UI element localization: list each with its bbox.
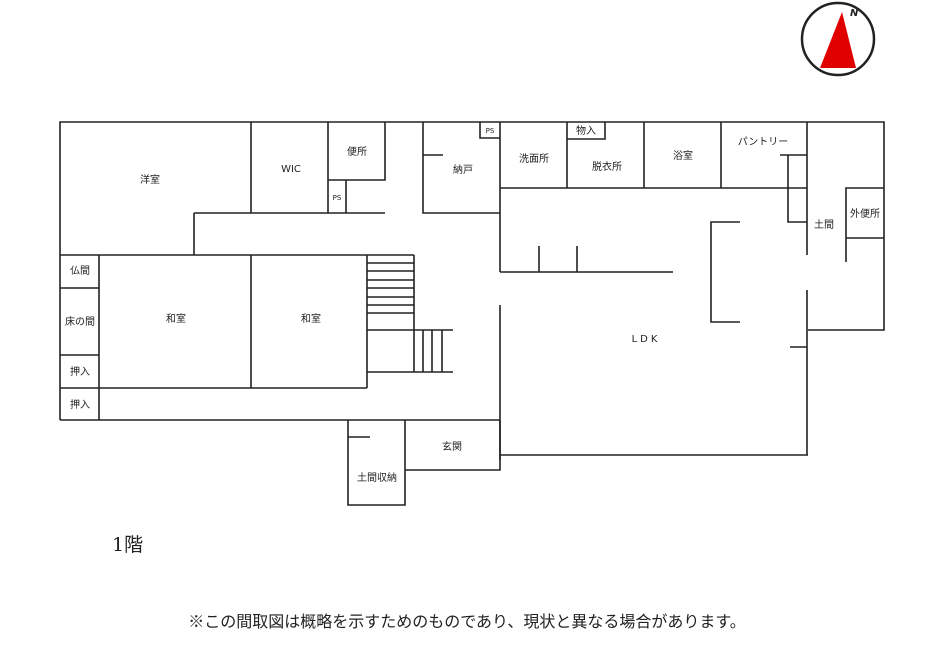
room-datsui: 脱衣所 — [592, 160, 622, 173]
room-labels: 洋室 WIC 便所 PS 納戸 PS 洗面所 物入 脱衣所 浴室 パントリー 土… — [65, 124, 880, 484]
north-arrow-icon — [820, 12, 856, 68]
room-senmen: 洗面所 — [519, 153, 549, 165]
room-oshiire: 押入 — [70, 398, 90, 411]
room-outer-toilet: 外便所 — [850, 207, 880, 220]
room-butsuma: 仏間 — [70, 265, 90, 277]
room-yokushitsu: 浴室 — [673, 149, 693, 162]
room-washitsu: 和室 — [166, 312, 186, 325]
room-ps: PS — [486, 127, 495, 135]
room-tokonoma: 床の間 — [65, 315, 95, 328]
room-nando: 納戸 — [453, 163, 473, 176]
room-oshiire: 押入 — [70, 365, 90, 378]
room-doma: 土間 — [814, 218, 834, 231]
room-doma-storage: 土間収納 — [357, 471, 397, 484]
room-ldk: LDK — [632, 334, 661, 345]
disclaimer-note: ※この間取図は概略を示すためのものであり、現状と異なる場合があります。 — [188, 612, 746, 631]
room-genkan: 玄関 — [442, 440, 462, 453]
compass: N — [800, 1, 876, 77]
floor-label: 1階 — [112, 534, 144, 556]
room-wic: WIC — [281, 164, 301, 175]
compass-north-label: N — [850, 8, 859, 19]
room-monoire: 物入 — [576, 124, 596, 137]
room-ps: PS — [333, 194, 342, 202]
room-toilet: 便所 — [347, 145, 367, 158]
room-washitsu: 和室 — [301, 312, 321, 325]
room-yoshitsu: 洋室 — [140, 173, 160, 186]
room-pantry: パントリー — [738, 136, 789, 148]
walls — [59, 121, 885, 506]
